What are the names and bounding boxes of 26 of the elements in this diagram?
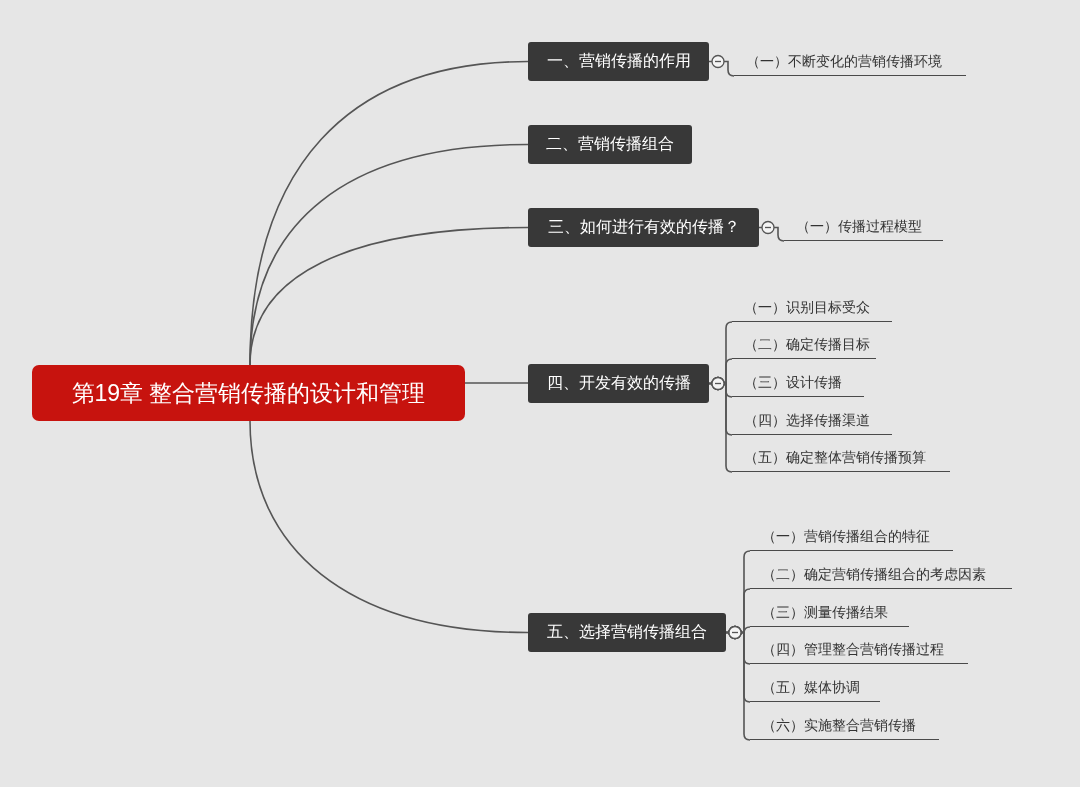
subtopic-label: （二）确定营销传播组合的考虑因素 <box>750 561 1012 589</box>
subtopic-label: （五）媒体协调 <box>750 674 880 702</box>
subtopic-label: （四）管理整合营销传播过程 <box>750 636 968 664</box>
topic-box: 五、选择营销传播组合 <box>528 613 726 652</box>
subtopic-label: （三）设计传播 <box>732 369 864 397</box>
topic-box: 一、营销传播的作用 <box>528 42 709 81</box>
subtopic-label: （三）测量传播结果 <box>750 599 909 627</box>
subtopic-label: （二）确定传播目标 <box>732 331 876 359</box>
subtopic-label: （一）识别目标受众 <box>732 294 892 322</box>
connector-line <box>725 625 751 741</box>
connector-line <box>708 54 735 77</box>
subtopic-label: （一）不断变化的营销传播环境 <box>734 48 966 76</box>
subtopic-label: （四）选择传播渠道 <box>732 407 892 435</box>
subtopic-label: （五）确定整体营销传播预算 <box>732 444 950 472</box>
topic-box: 四、开发有效的传播 <box>528 364 709 403</box>
central-topic-box: 第19章 整合营销传播的设计和管理 <box>32 365 465 421</box>
topic-box: 二、营销传播组合 <box>528 125 692 164</box>
connector-line <box>758 220 785 242</box>
connector-line <box>249 226 529 366</box>
subtopic-label: （一）营销传播组合的特征 <box>750 523 953 551</box>
connector-line <box>464 382 529 384</box>
connector-line <box>249 420 529 634</box>
connector-line <box>708 376 733 473</box>
topic-box: 三、如何进行有效的传播？ <box>528 208 759 247</box>
subtopic-label: （六）实施整合营销传播 <box>750 712 939 740</box>
subtopic-label: （一）传播过程模型 <box>784 213 943 241</box>
